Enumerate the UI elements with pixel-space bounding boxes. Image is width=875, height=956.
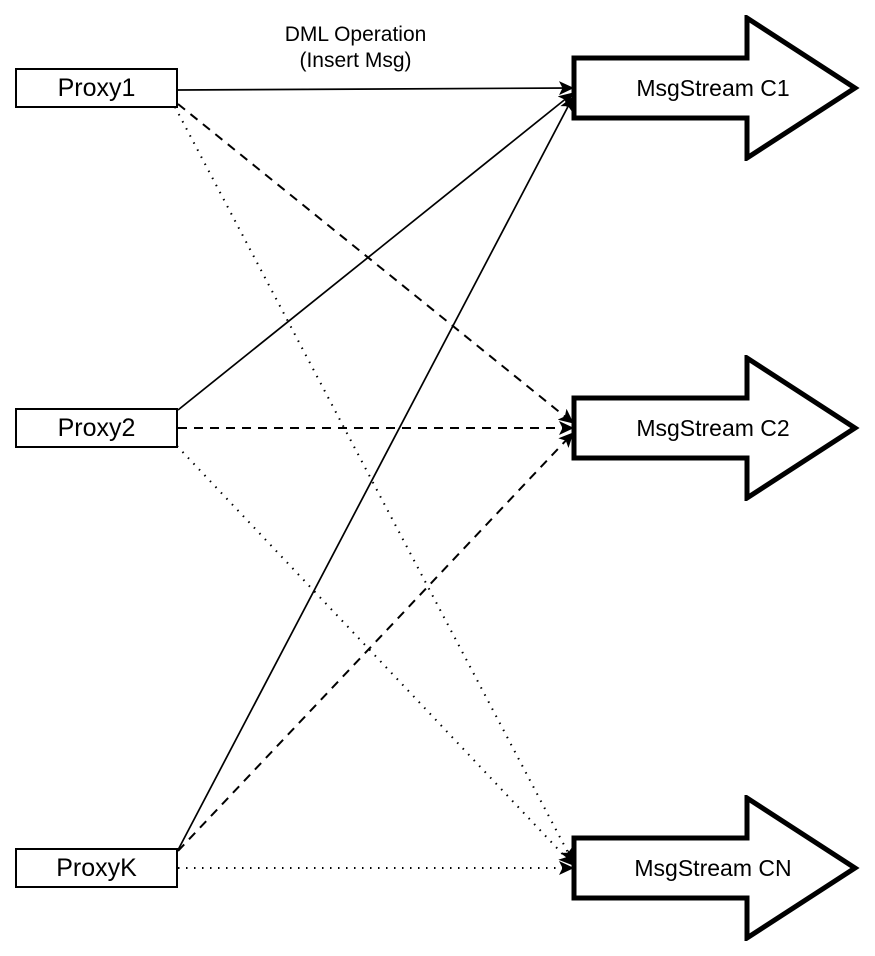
edge-proxy1-to-msgstream-c1: [177, 81, 574, 96]
big-arrow-shape: [571, 355, 860, 501]
node-msgstream-c1: MsgStream C1: [571, 15, 861, 161]
edge-proxy1-to-msgstream-cn: [174, 106, 574, 863]
node-msgstream-cn: MsgStream CN: [571, 795, 861, 941]
edge-proxy1-to-msgstream-c2: [177, 103, 574, 424]
big-arrow-shape: [571, 795, 860, 941]
node-proxy1-label: Proxy1: [57, 73, 136, 102]
edge-proxy2-to-msgstream-cn: [176, 445, 574, 866]
node-proxy2-label: Proxy2: [57, 413, 136, 442]
edge-proxyk-to-msgstream-c2: [177, 432, 574, 852]
node-proxy2: Proxy2: [15, 408, 178, 448]
edge-annotation-line2: (Insert Msg): [299, 49, 412, 73]
node-msgstream-cn-label: MsgStream CN: [634, 854, 792, 881]
big-arrow-shape: [571, 15, 860, 161]
node-msgstream-c2-label: MsgStream C2: [636, 414, 790, 441]
edge-proxyk-to-msgstream-c1: [177, 96, 574, 851]
edge-annotation: DML Operation (Insert Msg): [238, 22, 473, 75]
edge-annotation-line1: DML Operation: [284, 23, 427, 46]
node-msgstream-c2: MsgStream C2: [571, 355, 861, 501]
node-proxyk: ProxyK: [15, 848, 178, 888]
node-msgstream-c1-label: MsgStream C1: [636, 74, 790, 101]
node-proxyk-label: ProxyK: [56, 853, 137, 882]
node-proxy1: Proxy1: [15, 68, 178, 108]
edge-proxy2-to-msgstream-c1: [177, 92, 574, 411]
